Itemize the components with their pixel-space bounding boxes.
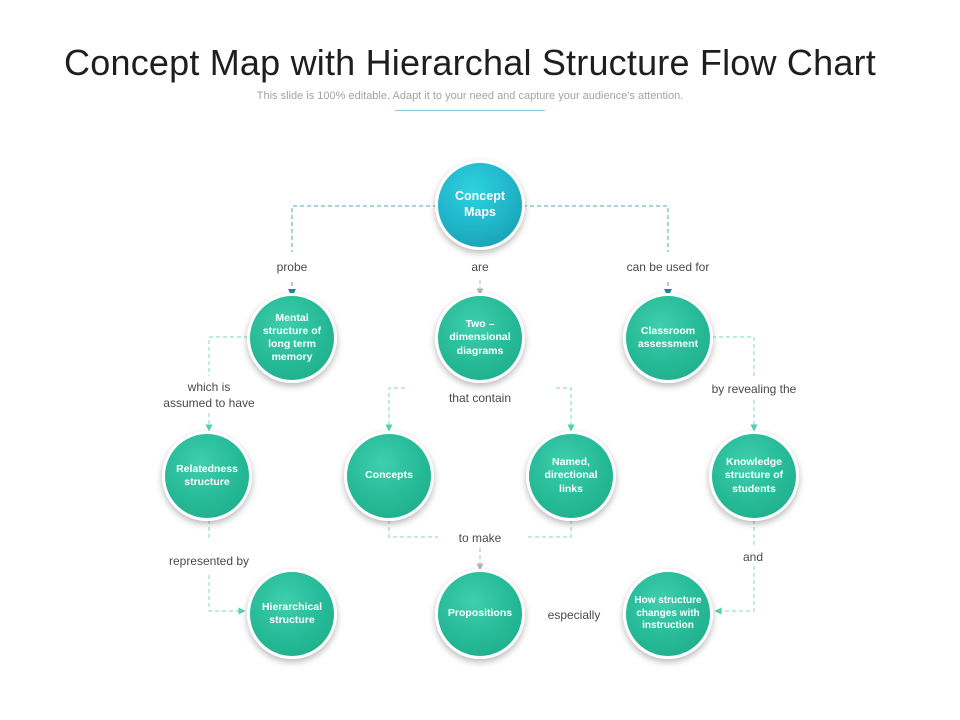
page-subtitle: This slide is 100% editable. Adapt it to… xyxy=(256,90,684,102)
label-assumed-to-have: assumed to have xyxy=(163,396,255,410)
connector-to-make-right xyxy=(526,520,572,538)
label-are: are xyxy=(471,260,489,274)
label-which-is: which is xyxy=(187,380,231,394)
title-divider xyxy=(395,110,545,111)
connector-that-contain-left xyxy=(385,387,405,432)
connector-and-arrow xyxy=(714,566,755,615)
connector-can-be-used-for xyxy=(523,205,669,252)
node-relatedness-structure[interactable]: Relatedness structure xyxy=(162,431,252,521)
label-especially: especially xyxy=(547,608,601,622)
connector-that-contain-right xyxy=(556,387,575,432)
label-probe: probe xyxy=(276,260,308,274)
connector-to-make-left xyxy=(388,520,438,538)
connector-by-revealing xyxy=(712,336,755,378)
node-concept-maps[interactable]: Concept Maps xyxy=(435,160,525,250)
node-classroom-assessment[interactable]: Classroom assessment xyxy=(623,293,713,383)
connector-probe xyxy=(291,205,437,252)
node-named-directional-links[interactable]: Named, directional links xyxy=(526,431,616,521)
label-to-make: to make xyxy=(458,531,502,545)
node-concepts[interactable]: Concepts xyxy=(344,431,434,521)
node-mental-structure[interactable]: Mental structure of long term memory xyxy=(247,293,337,383)
connector-which-is xyxy=(208,336,248,376)
node-how-structure-changes[interactable]: How structure changes with instruction xyxy=(623,569,713,659)
node-two-dimensional-diagrams[interactable]: Two – dimensional diagrams xyxy=(435,293,525,383)
label-can-be-used-for: can be used for xyxy=(626,260,710,274)
page-title: Concept Map with Hierarchal Structure Fl… xyxy=(64,42,876,83)
node-propositions[interactable]: Propositions xyxy=(435,569,525,659)
connector-represented-by-arrow xyxy=(208,575,246,615)
label-represented-by: represented by xyxy=(168,554,250,568)
label-and: and xyxy=(742,550,764,564)
node-knowledge-structure[interactable]: Knowledge structure of students xyxy=(709,431,799,521)
label-by-revealing-the: by revealing the xyxy=(711,382,797,396)
node-hierarchical-structure[interactable]: Hierarchical structure xyxy=(247,569,337,659)
label-that-contain: that contain xyxy=(448,391,512,405)
